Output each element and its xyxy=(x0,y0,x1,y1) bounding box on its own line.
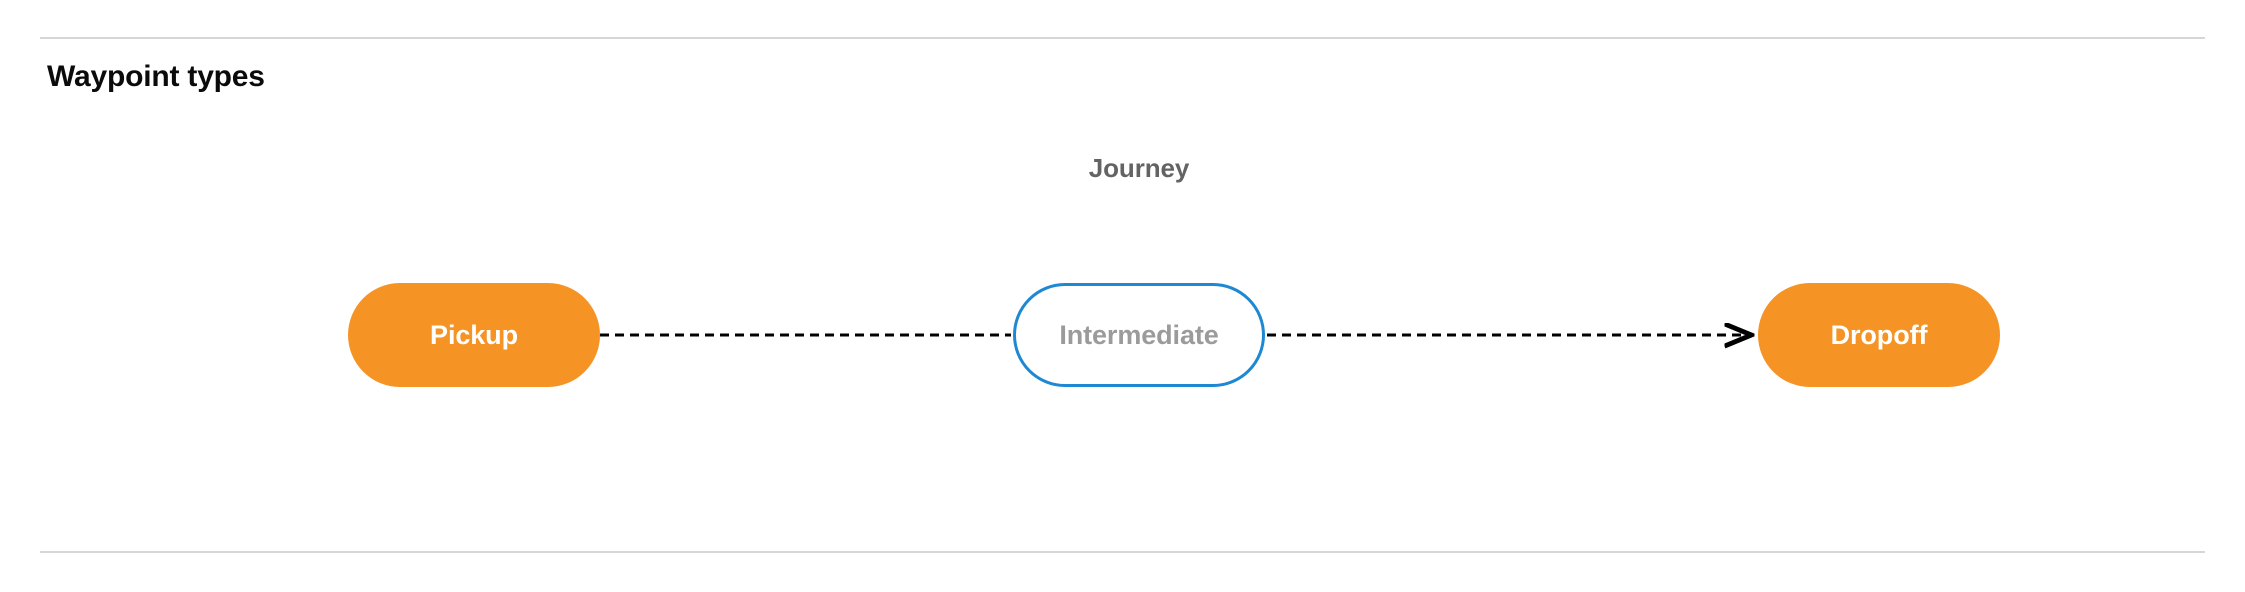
section-divider-top xyxy=(40,37,2205,39)
page-title: Waypoint types xyxy=(47,60,265,93)
node-pickup[interactable]: Pickup xyxy=(348,283,600,387)
section-divider-bottom xyxy=(40,551,2205,553)
journey-group-label: Journey xyxy=(1088,153,1190,183)
node-dropoff[interactable]: Dropoff xyxy=(1758,283,2000,387)
node-intermediate[interactable]: Intermediate xyxy=(1013,283,1265,387)
